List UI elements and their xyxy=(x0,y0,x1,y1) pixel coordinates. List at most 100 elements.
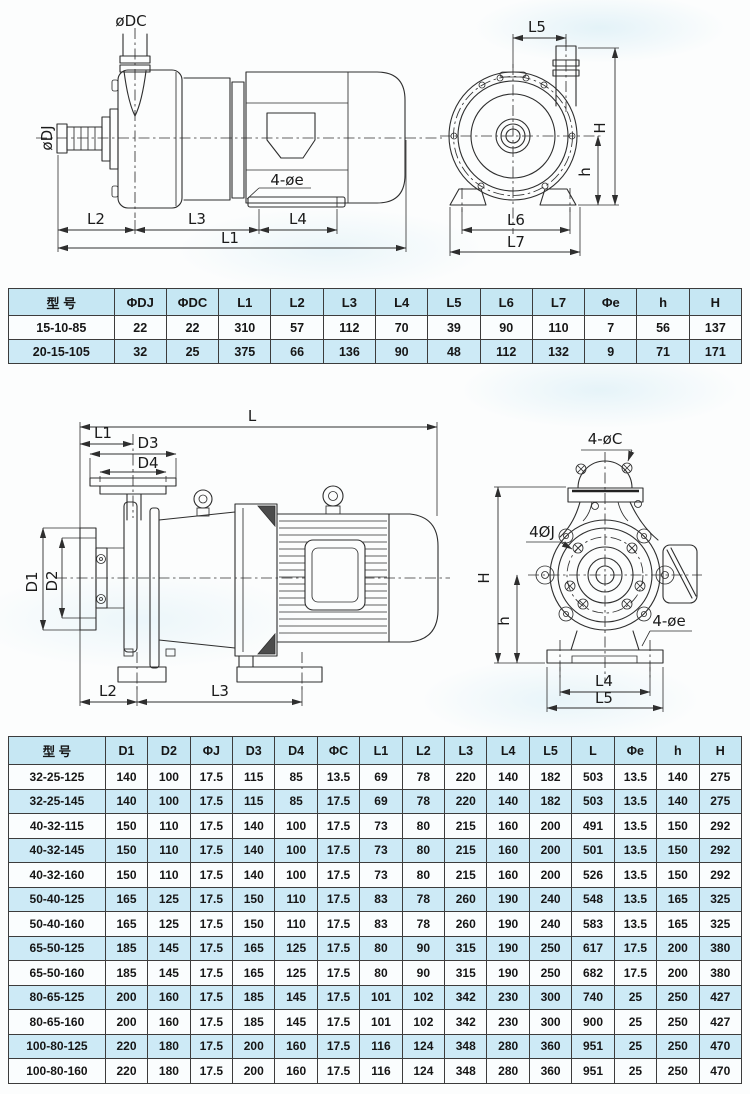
outlet-pipe xyxy=(119,33,151,73)
dimension-l5: L5 xyxy=(512,18,567,68)
value-cell: 215 xyxy=(444,813,488,839)
value-cell: 124 xyxy=(401,1058,446,1084)
value-cell: 300 xyxy=(528,1009,573,1035)
value-cell: 13.5 xyxy=(613,837,658,863)
dc-label: øDC xyxy=(115,12,146,30)
value-cell: 32 xyxy=(113,339,167,364)
column-header: L3 xyxy=(322,288,377,316)
value-cell: 78 xyxy=(401,911,446,937)
column-header: L3 xyxy=(444,736,488,765)
value-cell: 503 xyxy=(571,764,615,790)
value-cell: 215 xyxy=(444,837,488,863)
outlet-pipe-front xyxy=(552,40,580,112)
value-cell: 292 xyxy=(698,813,742,839)
dim-l2-label: L2 xyxy=(99,682,117,700)
value-cell: 137 xyxy=(688,315,743,340)
value-cell: 13.5 xyxy=(613,813,658,839)
value-cell: 240 xyxy=(528,886,573,912)
suction-flange xyxy=(79,527,124,631)
column-header: H xyxy=(688,288,743,316)
model-cell: 40-32-145 xyxy=(8,837,106,863)
value-cell: 260 xyxy=(444,886,488,912)
value-cell: 526 xyxy=(571,862,615,888)
pump-base xyxy=(546,630,664,680)
value-cell: 145 xyxy=(147,960,191,986)
value-cell: 17.5 xyxy=(316,788,361,814)
value-cell: 115 xyxy=(232,788,276,814)
value-cell: 220 xyxy=(104,1058,149,1084)
value-cell: 17.5 xyxy=(316,911,361,937)
dimension-D3-D4: D3 D4 xyxy=(89,434,177,482)
value-cell: 125 xyxy=(274,960,318,986)
eyebolt-motor xyxy=(322,485,344,515)
junction-box xyxy=(662,544,698,604)
value-cell: 125 xyxy=(274,935,318,961)
dim-l2-label: L2 xyxy=(87,210,105,228)
value-cell: 17.5 xyxy=(189,911,234,937)
model-cell: 50-40-160 xyxy=(8,911,106,937)
value-cell: 100 xyxy=(147,788,191,814)
column-header: D1 xyxy=(104,736,149,765)
column-header: L2 xyxy=(270,288,324,316)
value-cell: 230 xyxy=(486,1009,530,1035)
value-cell: 71 xyxy=(636,339,690,364)
dimension-D1-D2: D1 D2 xyxy=(23,527,96,631)
value-cell: 275 xyxy=(698,788,742,814)
value-cell: 348 xyxy=(444,1058,488,1084)
value-cell: 17.5 xyxy=(189,813,234,839)
value-cell: 17.5 xyxy=(189,1033,234,1059)
value-cell: 80 xyxy=(401,862,446,888)
bolt-c-callout: 4-øC xyxy=(581,430,635,462)
dim-l4-label: L4 xyxy=(289,210,307,228)
value-cell: 140 xyxy=(656,788,700,814)
value-cell: 90 xyxy=(375,339,429,364)
value-cell: 360 xyxy=(528,1033,573,1059)
value-cell: 17.5 xyxy=(316,1058,361,1084)
value-cell: 17.5 xyxy=(316,935,361,961)
model-cell: 32-25-145 xyxy=(8,788,106,814)
dim-H-label: H xyxy=(475,572,493,583)
value-cell: 17.5 xyxy=(316,1033,361,1059)
value-cell: 165 xyxy=(232,960,276,986)
value-cell: 39 xyxy=(427,315,481,340)
dim-l6-label: L6 xyxy=(507,211,525,229)
value-cell: 17.5 xyxy=(316,813,361,839)
large-pump-dimension-drawing: L L1 D3 D4 D1 xyxy=(23,407,702,712)
value-cell: 140 xyxy=(232,837,276,863)
bolt-j-callout: 4ØJ xyxy=(526,523,573,550)
model-cell: 20-15-105 xyxy=(8,339,115,364)
model-cell: 65-50-125 xyxy=(8,935,106,961)
value-cell: 7 xyxy=(584,315,638,340)
value-cell: 80 xyxy=(401,837,446,863)
eyebolt-pump xyxy=(193,489,213,517)
value-cell: 13.5 xyxy=(613,764,658,790)
value-cell: 342 xyxy=(444,1009,488,1035)
column-header: D2 xyxy=(147,736,191,765)
column-header: L4 xyxy=(486,736,530,765)
small-pump-front-view: L5 H h L6 L7 xyxy=(440,18,619,256)
value-cell: 180 xyxy=(147,1033,191,1059)
discharge-dome xyxy=(559,460,659,541)
value-cell: 503 xyxy=(571,788,615,814)
column-header: L6 xyxy=(479,288,533,316)
value-cell: 110 xyxy=(147,813,191,839)
column-header: ΦDC xyxy=(165,288,220,316)
model-cell: 32-25-125 xyxy=(8,764,106,790)
value-cell: 115 xyxy=(232,764,276,790)
value-cell: 25 xyxy=(613,1033,658,1059)
pump-casing-plates xyxy=(123,501,176,669)
value-cell: 617 xyxy=(571,935,615,961)
value-cell: 132 xyxy=(531,339,586,364)
value-cell: 69 xyxy=(359,764,403,790)
value-cell: 100 xyxy=(274,862,318,888)
value-cell: 70 xyxy=(375,315,429,340)
value-cell: 17.5 xyxy=(189,862,234,888)
